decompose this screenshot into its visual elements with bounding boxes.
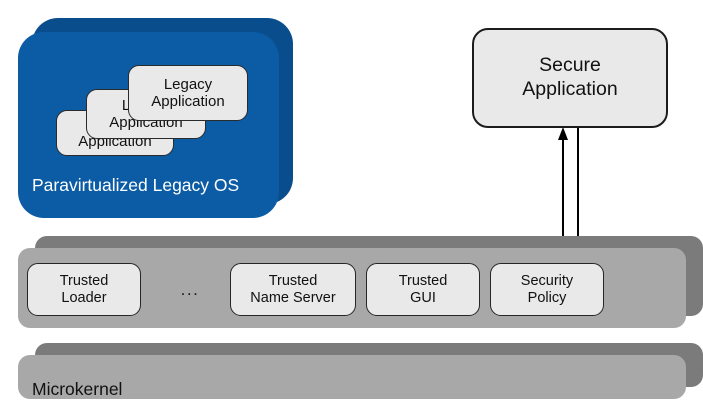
- service-line1: Security: [520, 272, 574, 289]
- trusted-name-server-box[interactable]: Trusted Name Server: [230, 263, 356, 316]
- service-line1: Trusted: [268, 272, 318, 289]
- service-line1: Trusted: [398, 272, 448, 289]
- service-line2: GUI: [410, 289, 436, 306]
- service-line2: Policy: [527, 289, 567, 306]
- trusted-gui-label: Trusted GUI: [367, 264, 479, 315]
- legacy-app-line2: Application: [151, 93, 225, 110]
- legacy-os-face: Legacy Application Legacy Application Le…: [18, 32, 279, 218]
- trusted-loader-label: Trusted Loader: [28, 264, 140, 315]
- security-policy-label: Security Policy: [491, 264, 603, 315]
- secure-application-label: Secure Application: [474, 30, 666, 126]
- secure-app-line1: Secure: [539, 54, 601, 77]
- trusted-name-server-label: Trusted Name Server: [231, 264, 355, 315]
- service-line2: Name Server: [250, 289, 336, 306]
- microkernel-band-face: Microkernel: [18, 355, 686, 399]
- legacy-app-line1: Legacy: [163, 75, 213, 93]
- paravirtualized-legacy-os-label: Paravirtualized Legacy OS: [32, 174, 240, 195]
- microkernel-label: Microkernel: [32, 378, 123, 399]
- legacy-application-label-front: Legacy Application: [129, 66, 247, 120]
- service-line1: Trusted: [59, 272, 109, 289]
- secure-app-line2: Application: [522, 78, 618, 100]
- security-policy-box[interactable]: Security Policy: [490, 263, 604, 316]
- microkernel-band: Microkernel: [18, 343, 703, 399]
- secure-application-box[interactable]: Secure Application: [472, 28, 668, 128]
- service-line2: Loader: [61, 289, 107, 306]
- services-ellipsis: ...: [180, 279, 200, 299]
- trusted-gui-box[interactable]: Trusted GUI: [366, 263, 480, 316]
- trusted-loader-box[interactable]: Trusted Loader: [27, 263, 141, 316]
- paravirtualized-legacy-os-container: Legacy Application Legacy Application Le…: [18, 18, 293, 218]
- legacy-application-box-front[interactable]: Legacy Application: [128, 65, 248, 121]
